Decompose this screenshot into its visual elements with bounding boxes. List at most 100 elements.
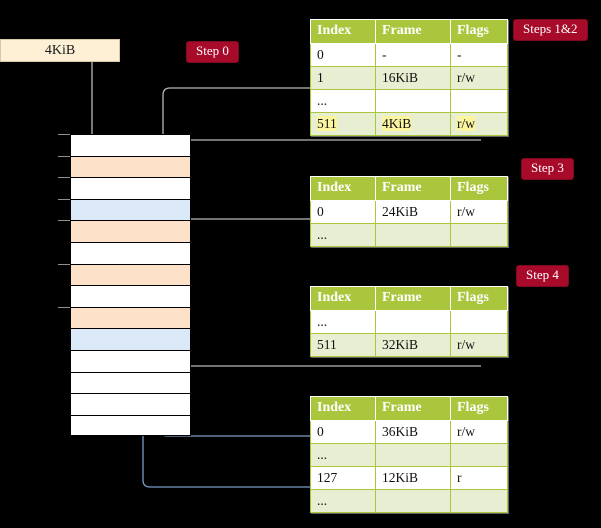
cell-text: ... [317, 93, 328, 108]
cell-flags: r/w [450, 66, 508, 90]
memory-row-tick [58, 306, 70, 308]
cell-text: - [457, 47, 462, 62]
memory-row [70, 414, 191, 437]
cell-text: r/w [457, 424, 475, 439]
memory-row [70, 371, 191, 394]
memory-row [70, 393, 191, 415]
table-row: ... [310, 310, 508, 334]
cell-index: 0 [310, 420, 376, 444]
cell-text: 0 [317, 47, 324, 62]
cell-index: ... [310, 89, 376, 113]
cell-flags: r/w [450, 420, 508, 444]
cell-text: ... [317, 314, 328, 329]
cell-index: 511 [310, 333, 376, 357]
cell-text: r/w [457, 204, 475, 219]
source-frame-label: 4KiB [44, 42, 76, 58]
cell-frame [375, 223, 451, 247]
column-header-flags: Flags [450, 286, 508, 311]
memory-row-tick [58, 155, 70, 157]
memory-row-tick [58, 198, 70, 200]
cell-index: 1 [310, 66, 376, 90]
memory-row-tick [58, 177, 70, 179]
memory-row [70, 177, 191, 199]
table-row: ... [310, 89, 508, 113]
cell-flags: r/w [450, 333, 508, 357]
cell-text: r/w [457, 70, 475, 85]
wire-steps12-b [165, 139, 481, 152]
cell-text: 511 [317, 337, 337, 352]
cell-index: 127 [310, 466, 376, 490]
table-row: ... [310, 223, 508, 247]
memory-row [70, 263, 191, 286]
column-header-frame: Frame [375, 286, 451, 311]
memory-row-tick [58, 134, 70, 135]
cell-text: - [382, 47, 387, 62]
column-header-frame: Frame [375, 19, 451, 44]
source-frame-box: 4KiB [0, 39, 120, 62]
cell-frame: 36KiB [375, 420, 451, 444]
memory-row-tick [58, 263, 70, 265]
cell-text: 36KiB [382, 424, 419, 439]
cell-flags: r [450, 466, 508, 490]
cell-flags: r/w [450, 200, 508, 224]
cell-text: 12KiB [382, 470, 419, 485]
memory-row [70, 134, 191, 156]
cell-frame [375, 489, 451, 513]
memory-row [70, 349, 191, 372]
physical-memory-grid [70, 134, 191, 437]
cell-flags [450, 443, 508, 467]
cell-text: 16KiB [382, 70, 419, 85]
cell-frame [375, 89, 451, 113]
cell-text: ... [317, 493, 328, 508]
cell-index: ... [310, 223, 376, 247]
tag-step-3: Step 3 [521, 158, 574, 180]
table-row: ... [310, 443, 508, 467]
cell-flags: r/w [450, 112, 508, 136]
memory-row [70, 155, 191, 178]
cell-frame: 24KiB [375, 200, 451, 224]
memory-row [70, 285, 191, 307]
table-row: 0 36KiB r/w [310, 420, 508, 444]
table-row: 127 12KiB r [310, 466, 508, 490]
cell-flags [450, 489, 508, 513]
tag-step-4: Step 4 [516, 265, 569, 287]
cell-index: ... [310, 310, 376, 334]
table-row: 0 - - [310, 43, 508, 67]
cell-frame: 32KiB [375, 333, 451, 357]
cell-frame [375, 443, 451, 467]
cell-index: 511 [310, 112, 376, 136]
column-header-flags: Flags [450, 396, 508, 421]
cell-text: 127 [317, 470, 338, 485]
memory-row-tick [58, 220, 70, 222]
cell-text: 24KiB [382, 204, 419, 219]
cell-text: ... [317, 447, 328, 462]
memory-row [70, 220, 191, 242]
cell-frame [375, 310, 451, 334]
memory-row [70, 198, 191, 221]
cell-flags: - [450, 43, 508, 67]
tag-step-0: Step 0 [186, 41, 239, 63]
cell-text: r [457, 470, 462, 485]
cell-index: ... [310, 489, 376, 513]
table-row: ... [310, 489, 508, 513]
column-header-index: Index [310, 176, 376, 201]
column-header-flags: Flags [450, 176, 508, 201]
cell-text: 0 [317, 424, 324, 439]
cell-text: 511 [317, 116, 337, 131]
cell-index: 0 [310, 43, 376, 67]
cell-text: r/w [457, 116, 475, 131]
cell-text: r/w [457, 337, 475, 352]
table-row: 511 32KiB r/w [310, 333, 508, 357]
column-header-index: Index [310, 19, 376, 44]
cell-text: 32KiB [382, 337, 419, 352]
cell-flags [450, 310, 508, 334]
cell-text: ... [317, 227, 328, 242]
memory-row [70, 306, 191, 329]
cell-text: 1 [317, 70, 324, 85]
